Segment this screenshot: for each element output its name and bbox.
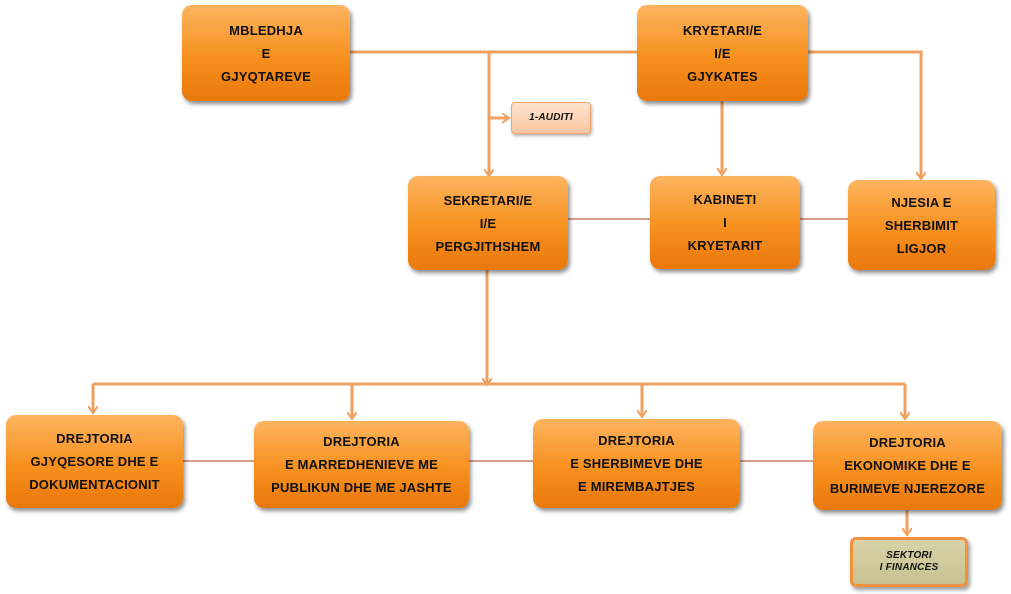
node-line: DREJTORIA bbox=[323, 434, 400, 449]
node-line: GJYKATES bbox=[687, 68, 758, 84]
node-line: DREJTORIA bbox=[869, 435, 946, 450]
node-line: SEKTORI bbox=[886, 550, 932, 561]
node-line: BURIMEVE NJEREZORE bbox=[829, 481, 986, 496]
node-drejtoria-sherbimeve: DREJTORIA E SHERBIMEVE DHE E MIREMBAJTJE… bbox=[533, 419, 740, 508]
node-line: PUBLIKUN DHE ME JASHTE bbox=[271, 480, 452, 495]
node-line: LIGJOR bbox=[896, 240, 947, 256]
node-njesia: NJESIA E SHERBIMIT LIGJOR bbox=[848, 180, 995, 270]
node-line: KABINETI bbox=[693, 192, 757, 207]
node-line: E MARREDHENIEVE ME bbox=[284, 457, 439, 472]
node-line: I bbox=[723, 215, 727, 230]
node-line: I/E bbox=[479, 215, 497, 231]
node-sekretari: SEKRETARI/E I/E PERGJITHSHEM bbox=[408, 176, 568, 270]
node-line: DOKUMENTACIONIT bbox=[29, 477, 160, 492]
node-kabineti: KABINETI I KRYETARIT bbox=[650, 176, 800, 269]
node-sektori-finances: SEKTORI I FINANCES bbox=[850, 537, 968, 587]
node-drejtoria-marredhenieve: DREJTORIA E MARREDHENIEVE ME PUBLIKUN DH… bbox=[254, 421, 469, 508]
node-line: PERGJITHSHEM bbox=[435, 238, 541, 254]
node-line: KRYETARI/E bbox=[682, 22, 763, 38]
node-drejtoria-gjyqesore: DREJTORIA GJYQESORE DHE E DOKUMENTACIONI… bbox=[6, 415, 183, 508]
node-line: E MIREMBAJTJES bbox=[578, 479, 695, 494]
node-line: KRYETARIT bbox=[687, 238, 763, 253]
node-auditi: 1-AUDITI bbox=[511, 102, 591, 134]
node-line: MBLEDHJA bbox=[229, 22, 303, 38]
node-mbledhja: MBLEDHJA E GJYQTAREVE bbox=[182, 5, 350, 101]
node-line: E bbox=[261, 45, 271, 61]
node-line: E SHERBIMEVE DHE bbox=[570, 456, 703, 471]
link-kryetari-njesia bbox=[808, 50, 921, 178]
node-line: NJESIA E bbox=[891, 194, 952, 210]
node-line: DREJTORIA bbox=[598, 433, 675, 448]
node-line: I/E bbox=[714, 45, 731, 61]
node-kryetari: KRYETARI/E I/E GJYKATES bbox=[637, 5, 808, 101]
node-line: EKONOMIKE DHE E bbox=[844, 458, 971, 473]
node-drejtoria-ekonomike: DREJTORIA EKONOMIKE DHE E BURIMEVE NJERE… bbox=[813, 421, 1002, 510]
node-line: I FINANCES bbox=[879, 562, 939, 573]
node-line: GJYQTAREVE bbox=[221, 68, 311, 84]
node-line: SEKRETARI/E bbox=[443, 192, 533, 208]
node-line: DREJTORIA bbox=[56, 431, 133, 446]
node-line: GJYQESORE DHE E bbox=[30, 454, 159, 469]
node-line: SHERBIMIT bbox=[884, 217, 959, 233]
node-line: 1-AUDITI bbox=[529, 112, 573, 123]
